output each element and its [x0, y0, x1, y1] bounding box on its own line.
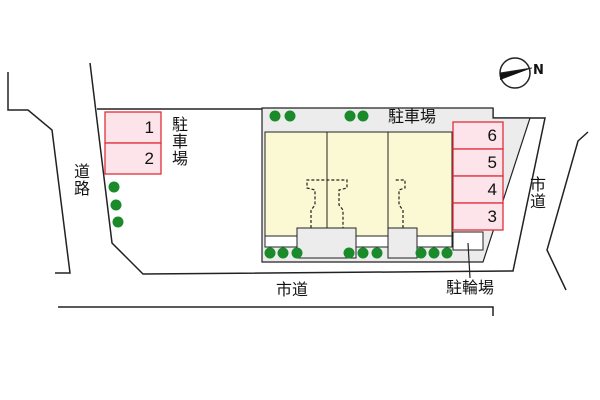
building-unit-2	[326, 131, 389, 237]
parking-number: 1	[144, 118, 154, 137]
tree-icon	[108, 181, 120, 193]
tree-icon	[110, 199, 122, 211]
parking-number: 4	[487, 180, 497, 199]
parking-space-5	[452, 148, 504, 177]
left-road-outer-edge	[7, 72, 71, 274]
parking-number: 3	[487, 207, 497, 226]
entrance-block	[387, 227, 418, 259]
tree-icon	[428, 247, 440, 259]
parking-label-left: 駐車場	[169, 116, 188, 167]
bicycle-parking-label: 駐輪場	[446, 278, 495, 297]
north-label: N	[533, 63, 544, 78]
north-arrow-icon	[499, 57, 533, 89]
parking-space-3	[452, 202, 504, 231]
city-road-label-bottom: 市道	[276, 280, 309, 299]
bottom-road-edge	[58, 306, 494, 316]
tree-icon	[441, 247, 453, 259]
right-road-outer-edge	[546, 131, 589, 291]
parking-label-top: 駐車場	[388, 107, 437, 126]
tree-icon	[357, 110, 369, 122]
parking-number: 6	[487, 126, 497, 145]
tree-icon	[343, 247, 355, 259]
tree-icon	[357, 247, 369, 259]
tree-icon	[415, 247, 427, 259]
bicycle-parking-pointer	[467, 242, 471, 279]
tree-icon	[264, 247, 276, 259]
tree-icon	[269, 110, 281, 122]
stairs-outline	[306, 179, 406, 228]
tree-icon	[291, 247, 303, 259]
parking-space-6	[452, 121, 504, 150]
parking-space-4	[452, 175, 504, 204]
tree-icon	[277, 247, 289, 259]
tree-icon	[284, 110, 296, 122]
tree-icon	[371, 247, 383, 259]
road-label-left: 道路	[71, 163, 90, 197]
building-unit-1	[264, 131, 328, 237]
parking-number: 2	[144, 149, 154, 168]
building-unit-3	[387, 131, 453, 237]
parking-number: 5	[487, 153, 497, 172]
tree-icon	[344, 110, 356, 122]
city-road-label-right: 市道	[527, 176, 546, 210]
terrace	[264, 235, 453, 248]
tree-icon	[112, 216, 124, 228]
parking-space-2	[104, 142, 162, 175]
